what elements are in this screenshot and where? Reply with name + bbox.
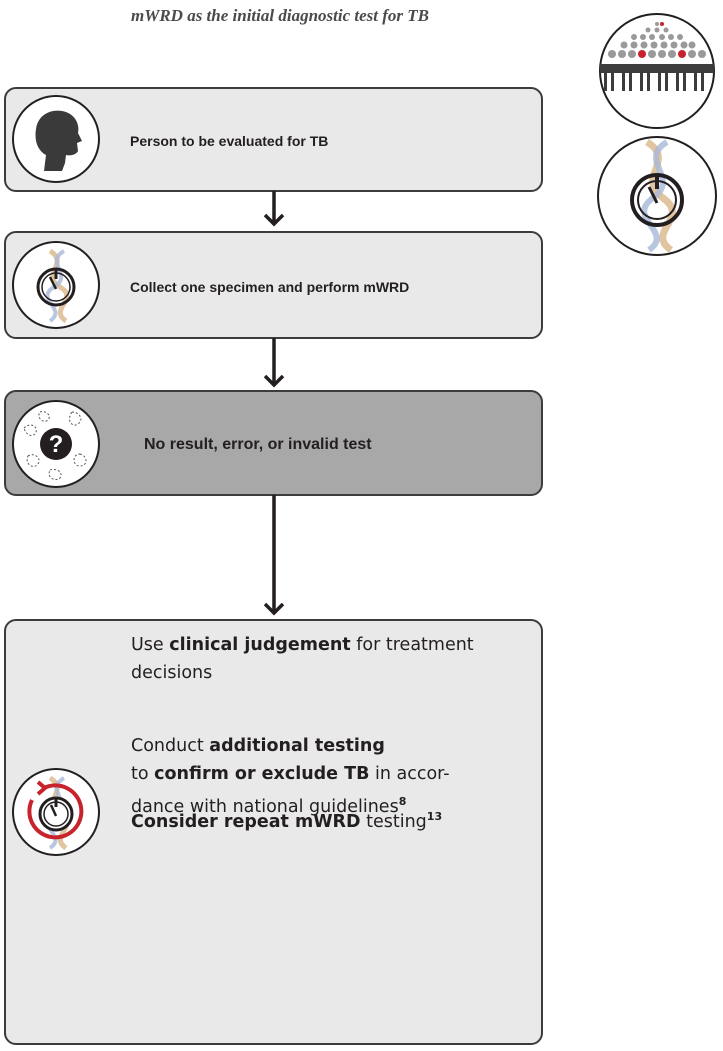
population-icon — [599, 13, 715, 129]
mwrd-dna-timer-icon — [12, 241, 100, 329]
svg-text:?: ? — [49, 431, 64, 458]
step-label: Collect one specimen and perform mWRD — [130, 279, 410, 295]
person-head-icon — [12, 95, 100, 183]
step-collect-box: Collect one specimen and perform mWRD — [4, 231, 543, 339]
clinical-judgement-text: Use clinical judgement for treatment dec… — [131, 635, 474, 683]
step-label: No result, error, or invalid test — [144, 436, 372, 453]
step-person-box: Person to be evaluated for TB — [4, 87, 543, 192]
additional-testing-text: Conduct additional testing to confirm or… — [131, 736, 450, 817]
step-label: Person to be evaluated for TB — [130, 133, 329, 149]
repeat-mwrd-icon — [12, 768, 100, 856]
outcome-box: Use clinical judgement for treatment dec… — [4, 619, 543, 1045]
flow-arrow — [263, 338, 285, 388]
flow-arrow — [263, 191, 285, 227]
page-title: mWRD as the initial diagnostic test for … — [130, 6, 429, 25]
step-no-result-box: ? No result, error, or invalid test — [4, 390, 543, 496]
mwrd-dna-timer-legend-icon — [597, 136, 717, 256]
repeat-mwrd-text: Consider repeat mWRD testing13 — [131, 810, 443, 832]
question-sputum-icon: ? — [12, 400, 100, 488]
flow-arrow — [263, 495, 285, 616]
